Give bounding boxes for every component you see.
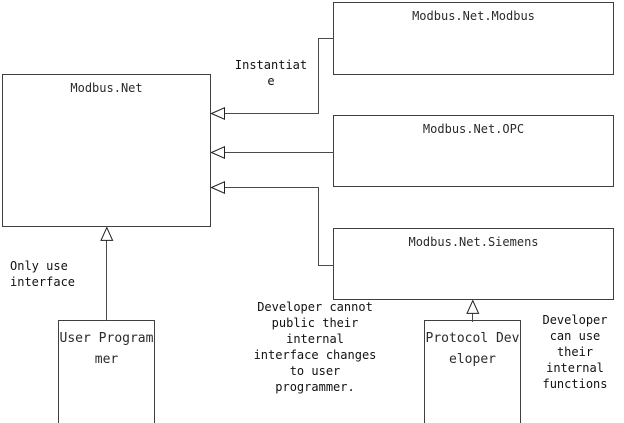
annotation-instantiate: Instantiat e — [234, 58, 308, 88]
connector-protocol-developer-line — [472, 312, 473, 322]
annotation-only-use-interface: Only use interface — [10, 259, 76, 289]
class-box-modbus-net-modbus-label: Modbus.Net.Modbus — [412, 9, 535, 23]
arrowhead-modbus-to-modbusnet — [211, 107, 225, 120]
arrowhead-siemens-to-modbusnet — [211, 181, 225, 194]
class-box-modbus-net-label: Modbus.Net — [70, 81, 143, 95]
annotation-developer-cannot-public: Developer cannot public their internal i… — [253, 300, 377, 394]
class-box-modbus-net-opc[interactable]: Modbus.Net.OPC — [333, 115, 614, 187]
class-box-modbus-net-opc-label: Modbus.Net.OPC — [422, 122, 525, 136]
arrowhead-opc-to-modbusnet — [211, 146, 225, 159]
connector-modbus-segment-vertical — [318, 38, 319, 113]
connector-user-programmer-line — [106, 240, 107, 321]
class-box-modbus-net-modbus[interactable]: Modbus.Net.Modbus — [333, 2, 614, 75]
class-box-modbus-net[interactable]: Modbus.Net — [2, 74, 211, 227]
connector-siemens-segment-bottom — [318, 265, 334, 266]
annotation-developer-can-use: Developer can use their internal functio… — [542, 313, 608, 391]
connector-modbus-segment-bottom — [224, 113, 319, 114]
class-box-protocol-developer-label: Protocol Developer — [425, 331, 520, 367]
class-box-user-programmer[interactable]: User Programmer — [58, 320, 155, 423]
class-box-protocol-developer[interactable]: Protocol Developer — [424, 320, 521, 423]
connector-opc-segment — [224, 152, 334, 153]
arrowhead-protocol-developer-to-siemens — [466, 300, 480, 314]
class-box-modbus-net-siemens-label: Modbus.Net.Siemens — [408, 235, 539, 249]
connector-modbus-segment-top — [318, 38, 334, 39]
connector-siemens-segment-vertical — [318, 187, 319, 266]
class-box-user-programmer-label: User Programmer — [59, 331, 154, 367]
class-box-modbus-net-siemens[interactable]: Modbus.Net.Siemens — [333, 228, 614, 300]
connector-siemens-segment-top — [224, 187, 319, 188]
arrowhead-user-programmer-to-modbusnet — [100, 227, 114, 241]
